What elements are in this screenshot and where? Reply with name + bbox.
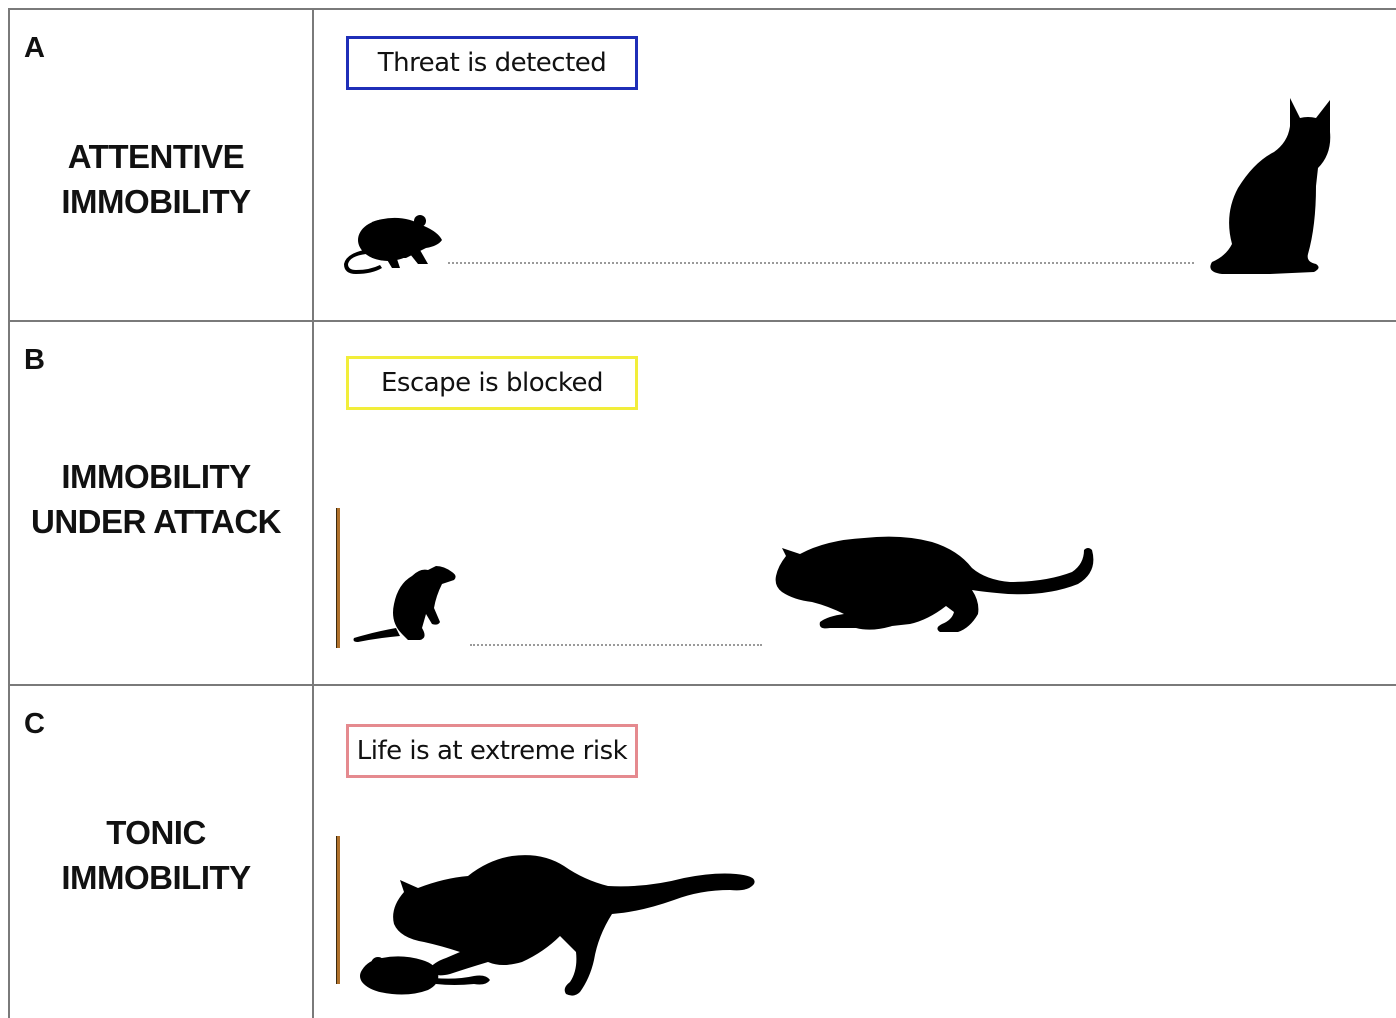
- rat-silhouette-icon: [344, 215, 442, 274]
- row-immobility-under-attack: B IMMOBILITY UNDER ATTACK Escape is bloc…: [10, 322, 1396, 686]
- scene-cell: Life is at extreme risk: [314, 686, 1396, 1018]
- row-label-cell: A ATTENTIVE IMMOBILITY: [10, 10, 314, 320]
- cat-pouncing-silhouette-icon: [393, 855, 755, 996]
- blocking-wall: [336, 836, 340, 984]
- row-title-line: IMMOBILITY: [61, 183, 251, 220]
- row-letter: B: [24, 344, 45, 376]
- condition-box: Escape is blocked: [346, 356, 638, 410]
- blocking-wall: [336, 508, 340, 648]
- condition-box: Life is at extreme risk: [346, 724, 638, 778]
- rat-silhouette-icon: [360, 956, 490, 995]
- rat-upright-silhouette-icon: [353, 566, 456, 642]
- row-label-cell: B IMMOBILITY UNDER ATTACK: [10, 322, 314, 684]
- row-label-cell: C TONIC IMMOBILITY: [10, 686, 314, 1018]
- scene-cell: Escape is blocked: [314, 322, 1396, 684]
- row-title: IMMOBILITY UNDER ATTACK: [10, 454, 302, 544]
- row-title-line: TONIC: [106, 814, 206, 851]
- condition-box: Threat is detected: [346, 36, 638, 90]
- row-title-line: UNDER ATTACK: [30, 503, 282, 540]
- cat-sitting-silhouette-icon: [1210, 98, 1331, 274]
- cat-stalking-silhouette-icon: [775, 536, 1094, 632]
- immobility-diagram: A ATTENTIVE IMMOBILITY Threat is detecte…: [8, 8, 1396, 1018]
- row-letter: A: [24, 32, 45, 64]
- row-tonic-immobility: C TONIC IMMOBILITY Life is at extreme ri…: [10, 686, 1396, 1018]
- distance-line: [470, 644, 762, 646]
- row-letter: C: [24, 708, 45, 740]
- row-title-line: IMMOBILITY: [61, 859, 251, 896]
- row-title: TONIC IMMOBILITY: [10, 810, 302, 900]
- scene-cell: Threat is detected: [314, 10, 1396, 320]
- row-attentive-immobility: A ATTENTIVE IMMOBILITY Threat is detecte…: [10, 10, 1396, 322]
- row-title-line: ATTENTIVE: [67, 138, 245, 175]
- distance-line: [448, 262, 1194, 264]
- row-title-line: IMMOBILITY: [61, 458, 251, 495]
- row-title: ATTENTIVE IMMOBILITY: [10, 134, 302, 224]
